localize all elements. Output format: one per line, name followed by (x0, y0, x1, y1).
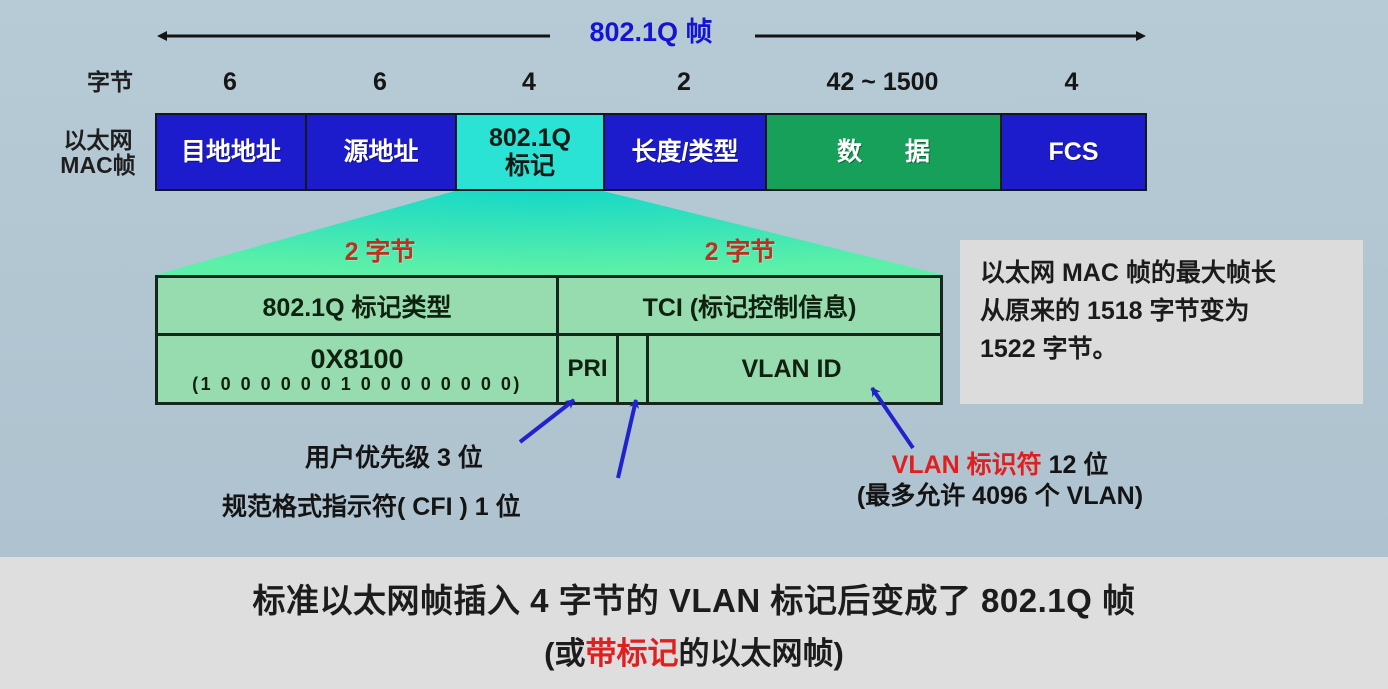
byte-count-tag: 4 (522, 68, 536, 96)
tag-type-binary: (1 0 0 0 0 0 0 1 0 0 0 0 0 0 0 0) (192, 373, 522, 394)
byte-count-dest: 6 (223, 68, 237, 96)
max-frame-length-note-line2: 从原来的 1518 字节变为 (980, 297, 1250, 325)
caption-line-2: (或带标记的以太网帧) (544, 628, 844, 673)
tci-header: TCI (标记控制信息) (642, 293, 857, 322)
tag-detail-table: 802.1Q 标记类型 TCI (标记控制信息) 0X8100 (1 0 0 0… (155, 275, 943, 405)
frame-field-source-address[interactable]: 源地址 (307, 115, 457, 189)
frame-span-arrow (157, 31, 1146, 41)
tci-cfi-field (619, 336, 649, 402)
caption-line-2-pre: (或 (544, 635, 586, 671)
tag-type-header: 802.1Q 标记类型 (158, 278, 559, 333)
annotation-vlan-identifier: VLAN 标识符 12 位 (最多允许 4096 个 VLAN) (800, 450, 1200, 511)
max-frame-length-note-line3: 1522 字节。 (980, 335, 1118, 363)
annotation-cfi: 规范格式指示符( CFI ) 1 位 (222, 493, 521, 521)
pointer-arrow-cfi (616, 399, 640, 479)
tci-vlan-id-field: VLAN ID (741, 354, 842, 383)
annotation-vlan-line1: VLAN 标识符 12 位 (800, 450, 1200, 481)
row-label-mac-frame: 以太网 MAC帧 (38, 128, 158, 178)
byte-count-data: 42 ~ 1500 (826, 68, 939, 96)
tag-detail-row-values: 0X8100 (1 0 0 0 0 0 0 1 0 0 0 0 0 0 0 0)… (158, 336, 940, 402)
byte-count-fcs: 4 (1064, 68, 1079, 96)
caption-line-2-post: 的以太网帧) (678, 635, 844, 671)
tag-detail-row-names: 802.1Q 标记类型 TCI (标记控制信息) (158, 278, 940, 336)
diagram-stage: 802.1Q 帧 字节 以太网 MAC帧 6 6 4 2 42 ~ 1500 4… (0, 0, 1388, 557)
frame-field-length-type[interactable]: 长度/类型 (605, 115, 767, 189)
caption-line-2-red: 带标记 (585, 635, 679, 671)
tci-pri-field: PRI (559, 336, 619, 402)
tag-expansion-funnel (155, 191, 943, 275)
annotation-vlan-line2: (最多允许 4096 个 VLAN) (856, 481, 1144, 510)
byte-count-src: 6 (373, 68, 387, 96)
row-label-mac-frame-line2: MAC帧 (60, 151, 136, 178)
annotation-vlan-bits: 12 位 (1041, 451, 1109, 479)
pointer-arrow-pri (518, 398, 576, 444)
annotation-vlan-red: VLAN 标识符 (891, 451, 1042, 479)
byte-count-row: 6 6 4 2 42 ~ 1500 4 (0, 68, 1388, 102)
frame-field-8021q-tag-line2: 标记 (504, 152, 555, 180)
two-byte-label-left: 2 字节 (344, 238, 416, 266)
caption-line-1: 标准以太网帧插入 4 字节的 VLAN 标记后变成了 802.1Q 帧 (252, 581, 1136, 619)
frame-field-8021q-tag[interactable]: 802.1Q 标记 (457, 115, 605, 189)
row-label-bytes: 字节 (87, 69, 133, 95)
annotation-user-priority: 用户优先级 3 位 (305, 444, 483, 472)
tag-type-hex: 0X8100 (310, 343, 404, 374)
span-arrow-label: 802.1Q 帧 (589, 17, 713, 47)
tag-type-value: 0X8100 (1 0 0 0 0 0 0 1 0 0 0 0 0 0 0 0) (158, 336, 559, 402)
max-frame-length-note-line1: 以太网 MAC 帧的最大帧长 (980, 259, 1276, 287)
two-byte-label-right: 2 字节 (704, 238, 776, 266)
byte-count-length: 2 (677, 68, 691, 96)
caption-bar: 标准以太网帧插入 4 字节的 VLAN 标记后变成了 802.1Q 帧 (或带标… (0, 557, 1388, 689)
max-frame-length-note: 以太网 MAC 帧的最大帧长 从原来的 1518 字节变为 1522 字节。 (960, 240, 1363, 404)
ethernet-frame-strip: 目地地址 源地址 802.1Q 标记 长度/类型 数 据 FCS (155, 113, 1147, 191)
frame-field-8021q-tag-line1: 802.1Q (488, 124, 571, 152)
frame-field-fcs[interactable]: FCS (1002, 115, 1145, 189)
row-label-mac-frame-line1: 以太网 (63, 127, 133, 153)
frame-field-data[interactable]: 数 据 (767, 115, 1002, 189)
frame-field-destination-address[interactable]: 目地地址 (157, 115, 307, 189)
